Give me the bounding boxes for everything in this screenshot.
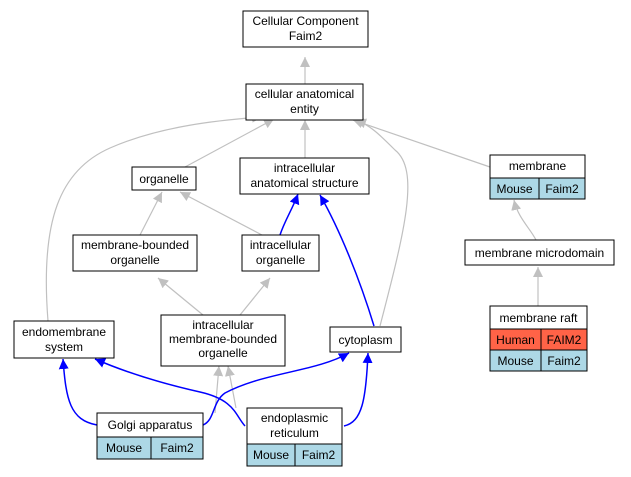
node-label-line: Golgi apparatus: [108, 418, 193, 432]
edge-intracellular-organelle-to-structure: [279, 193, 300, 236]
node-membrane-bounded-organelle[interactable]: membrane-bounded organelle: [72, 234, 198, 272]
node-intracellular-organelle[interactable]: intracellular organelle: [241, 234, 320, 272]
edge-organelle-to-entity: [184, 118, 275, 168]
species-label: Mouse: [106, 441, 142, 455]
edge-golgi-to-cytoplasm: [202, 352, 350, 426]
node-label-line: Faim2: [289, 29, 323, 43]
node-label-line: cytoplasm: [338, 333, 392, 347]
edge-endomembrane-to-entity: [45, 112, 263, 322]
node-label-line: organelle: [110, 253, 160, 267]
gene-cell: [540, 349, 588, 372]
node-label-line: membrane-bounded: [81, 238, 189, 252]
node-label-line: intracellular: [250, 238, 311, 252]
node-label-line: cellular anatomical: [255, 87, 354, 101]
node-label-line: organelle: [256, 253, 306, 267]
gene-cell: [538, 177, 586, 200]
edge-er-to-endomembrane: [94, 358, 246, 427]
node-label-line: organelle: [198, 346, 248, 360]
gene-label: Faim2: [545, 182, 579, 196]
node-organelle[interactable]: organelle: [131, 166, 197, 191]
node-label-line: system: [45, 340, 83, 354]
node-intracellular-membrane-bounded-organelle[interactable]: intracellular membrane-bounded organelle: [160, 314, 286, 367]
edge-er-to-imbo: [224, 365, 237, 409]
node-membrane[interactable]: membrane Mouse Faim2: [489, 154, 586, 200]
edge-cytoplasm-to-entity: [355, 118, 409, 327]
node-label-line: endomembrane: [22, 325, 106, 339]
node-label-line: intracellular: [192, 318, 253, 332]
node-label-line: reticulum: [270, 426, 319, 440]
species-label: Mouse: [253, 448, 289, 462]
node-label-line: endoplasmic: [261, 411, 328, 425]
node-intracellular-anatomical-structure[interactable]: intracellular anatomical structure: [239, 157, 370, 195]
node-label-line: membrane: [509, 159, 567, 173]
species-label: Mouse: [496, 182, 532, 196]
node-label-line: entity: [290, 102, 319, 116]
node-label-line: membrane raft: [499, 311, 578, 325]
node-label-line: intracellular: [274, 161, 335, 175]
node-membrane-microdomain[interactable]: membrane microdomain: [464, 239, 615, 266]
node-label-line: anatomical structure: [250, 176, 358, 190]
edge-imbo-to-intracellular-organelle: [239, 277, 271, 316]
node-label-line: membrane-bounded: [169, 332, 277, 346]
edge-cytoplasm-to-structure: [319, 194, 375, 327]
edge-membrane-to-entity: [352, 118, 491, 168]
edge-golgi-to-endomembrane: [58, 358, 98, 426]
edge-microdomain-to-membrane: [511, 199, 537, 241]
gene-cell: [150, 436, 204, 460]
gene-label: Faim2: [160, 441, 194, 455]
edge-layer: [45, 57, 543, 427]
gene-label: FAIM2: [547, 333, 582, 347]
species-label: Human: [496, 333, 535, 347]
gene-cell: [294, 443, 343, 467]
edge-mbo-to-organelle: [139, 191, 163, 236]
node-label-line: organelle: [139, 172, 189, 186]
node-label-line: Cellular Component: [252, 14, 359, 28]
node-label-line: membrane microdomain: [475, 246, 604, 260]
gene-label: Faim2: [547, 354, 581, 368]
edge-imbo-to-mbo: [157, 277, 204, 316]
node-cellular-component[interactable]: Cellular Component Faim2: [242, 10, 369, 48]
node-endoplasmic-reticulum[interactable]: endoplasmic reticulum Mouse Faim2: [246, 407, 343, 467]
node-cellular-anatomical-entity[interactable]: cellular anatomical entity: [245, 83, 364, 121]
gene-label: Faim2: [302, 448, 336, 462]
node-golgi-apparatus[interactable]: Golgi apparatus Mouse Faim2: [96, 412, 204, 460]
node-endomembrane-system[interactable]: endomembrane system: [13, 320, 115, 359]
node-cytoplasm[interactable]: cytoplasm: [329, 326, 402, 353]
edge-er-to-cytoplasm: [343, 352, 373, 427]
species-label: Mouse: [497, 354, 533, 368]
edge-intracellular-organelle-to-organelle: [179, 191, 263, 236]
node-membrane-raft[interactable]: membrane raft Human FAIM2 Mouse Faim2: [489, 305, 588, 372]
